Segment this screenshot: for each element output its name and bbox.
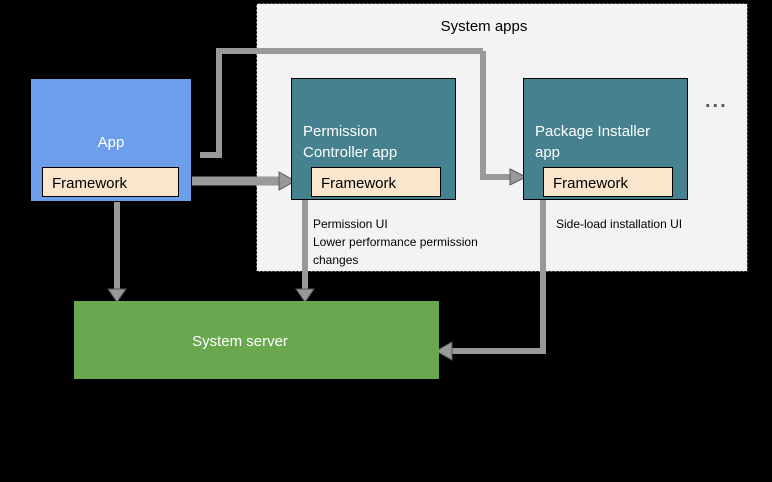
system-server-box[interactable] xyxy=(74,301,439,379)
package-installer-framework-box[interactable] xyxy=(543,167,673,197)
permission-controller-caption-line2: Lower performance permission xyxy=(313,235,478,249)
app-framework-box[interactable] xyxy=(42,167,179,197)
permission-controller-label-line1: Permission xyxy=(303,123,377,140)
permission-controller-label-line2: Controller app xyxy=(303,144,397,161)
permission-controller-caption-line3: changes xyxy=(313,253,358,267)
arrowhead-app-down xyxy=(107,288,127,303)
connector-package-installer-to-system-server xyxy=(434,200,546,361)
app-label: App xyxy=(98,134,125,151)
arrowhead-to-controller xyxy=(278,171,297,191)
connector-top-to-package-installer xyxy=(480,51,528,186)
package-installer-framework-label: Framework xyxy=(553,175,629,192)
connector-app-to-system-server xyxy=(107,202,127,303)
node-package-installer[interactable]: Package Installer app Framework xyxy=(523,78,688,200)
permission-controller-framework-label: Framework xyxy=(321,175,397,192)
permission-controller-framework-box[interactable] xyxy=(311,167,441,197)
arrowhead-to-package-installer xyxy=(509,168,528,186)
connector-controller-to-system-server xyxy=(295,200,315,303)
node-system-server[interactable]: System server xyxy=(74,301,439,379)
arrowhead-to-system-server xyxy=(434,341,453,361)
app-framework-label: Framework xyxy=(52,175,128,192)
package-installer-label-line1: Package Installer xyxy=(535,123,650,140)
connector-controller-to-app xyxy=(200,48,483,158)
package-installer-caption: Side-load installation UI xyxy=(556,217,682,231)
node-permission-controller[interactable]: Permission Controller app Framework xyxy=(291,78,456,200)
package-installer-label-line2: app xyxy=(535,144,560,161)
permission-controller-captions: Permission UI Lower performance permissi… xyxy=(313,217,478,267)
system-server-label: System server xyxy=(192,333,288,350)
permission-controller-caption-line1: Permission UI xyxy=(313,217,388,231)
arrowhead-controller-down xyxy=(295,288,315,303)
system-apps-title: System apps xyxy=(441,18,528,35)
node-app[interactable]: App Framework xyxy=(30,78,192,202)
more-apps-ellipsis-icon: ... xyxy=(705,90,728,112)
